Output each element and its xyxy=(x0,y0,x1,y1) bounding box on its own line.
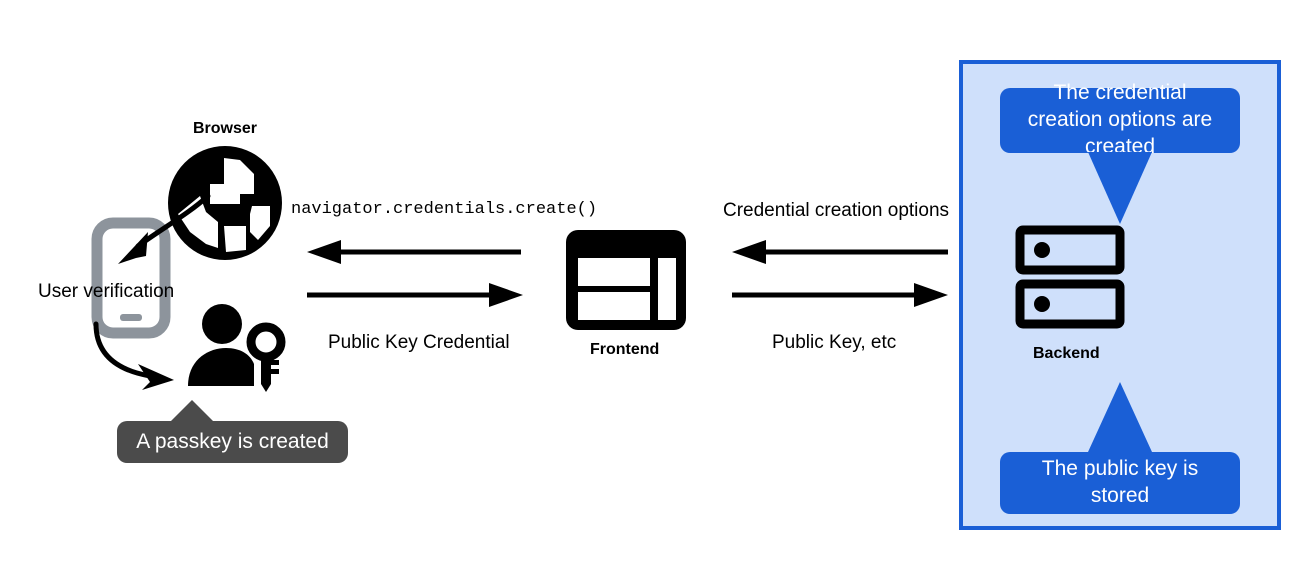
browser-to-device-arrow xyxy=(96,186,216,276)
backend-label: Backend xyxy=(1033,345,1100,362)
message-label-credential-creation-options: Credential creation options xyxy=(723,200,950,221)
user-with-key-icon xyxy=(186,304,290,392)
backend-top-callout: The credential creation options are crea… xyxy=(1000,81,1240,158)
backend-bottom-callout-pointer xyxy=(1088,382,1152,452)
globe-icon xyxy=(166,144,284,262)
arrow-browser-to-frontend xyxy=(305,283,525,307)
message-label-public-key-etc: Public Key, etc xyxy=(772,332,897,353)
arrow-frontend-to-backend xyxy=(730,283,950,307)
passkey-callout: A passkey is created xyxy=(117,421,348,463)
mobile-phone-icon xyxy=(91,217,171,339)
web-layout-icon xyxy=(566,230,686,330)
passkey-callout-pointer xyxy=(170,400,214,422)
message-label-navigator-create: navigator.credentials.create() xyxy=(291,200,598,219)
message-label-public-key-credential: Public Key Credential xyxy=(328,332,510,353)
frontend-label: Frontend xyxy=(590,341,660,358)
arrow-backend-to-frontend xyxy=(730,240,950,264)
device-to-user-arrow xyxy=(88,320,198,400)
user-verification-label: User verification xyxy=(38,281,175,302)
backend-top-callout-pointer xyxy=(1088,152,1152,224)
arrow-frontend-to-browser xyxy=(305,240,525,264)
browser-label: Browser xyxy=(193,120,258,137)
server-rack-icon xyxy=(1015,225,1125,330)
backend-bottom-callout: The public key is stored xyxy=(1000,452,1240,514)
